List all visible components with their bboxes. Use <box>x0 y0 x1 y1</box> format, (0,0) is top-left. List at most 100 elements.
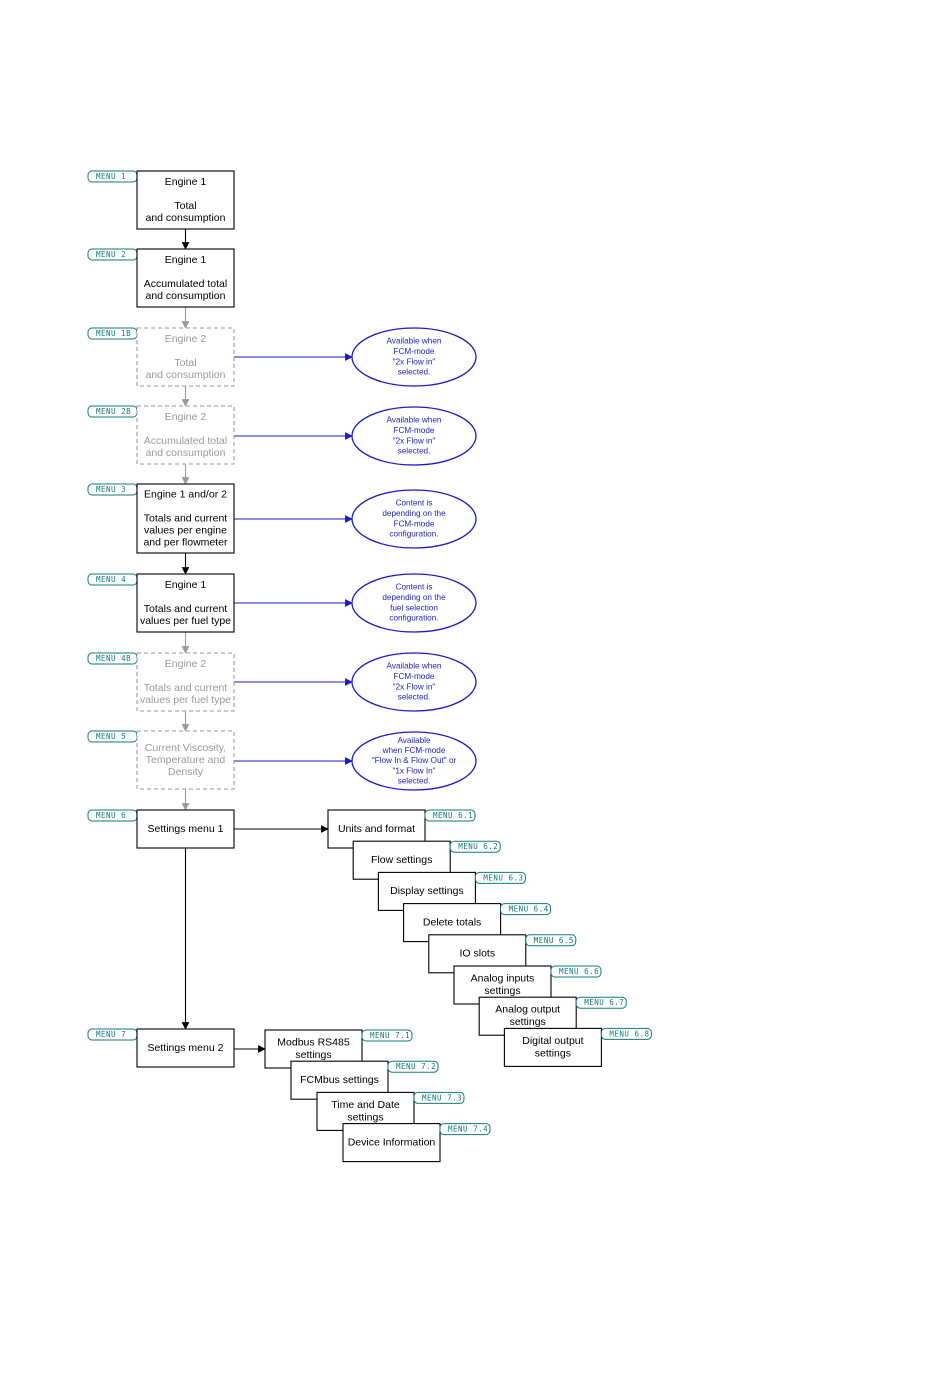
menu-box-label: settings <box>484 985 520 997</box>
menu-tag-label: MENU 7.1 <box>370 1031 410 1040</box>
menu-tag: MENU 6.4 <box>500 903 552 916</box>
menu-box-label: Settings menu 2 <box>148 1042 224 1054</box>
menu-box-label: Modbus RS485 <box>277 1037 350 1049</box>
menu-tag: MENU 6.1 <box>424 809 476 822</box>
menu-tag: MENU 1 <box>87 170 138 183</box>
note-text: FCM-mode <box>394 426 435 435</box>
menu-box-5[interactable]: Engine 1 and/or 2 Totals and currentvalue… <box>136 483 235 554</box>
note-text: "Flow In & Flow Out" or <box>372 756 457 765</box>
menu-tag: MENU 7.4 <box>439 1123 491 1136</box>
menu-tag: MENU 6 <box>87 809 138 822</box>
note-text: Content is <box>396 499 433 508</box>
note-text: "2x Flow in" <box>393 357 436 366</box>
menu-box-label: Temperature and <box>146 754 226 766</box>
menu-tag-label: MENU 7.4 <box>448 1125 488 1134</box>
menu-box-label: Engine 1 <box>165 579 207 591</box>
note-text: "2x Flow in" <box>393 682 436 691</box>
menu-tag-label: MENU 6.8 <box>609 1029 649 1038</box>
note-text: selected. <box>398 447 431 456</box>
note-text: Available when <box>387 337 442 346</box>
menu-box-label: Engine 1 <box>165 176 207 188</box>
settings2-box-2[interactable]: FCMbus settings <box>290 1060 389 1100</box>
menu-box-label: Analog inputs <box>471 973 535 985</box>
menu-tag: MENU 2B <box>87 405 138 418</box>
menu-box-label: settings <box>347 1111 383 1123</box>
menu-tag: MENU 7 <box>87 1028 138 1041</box>
menu-tag-label: MENU 6.6 <box>559 967 599 976</box>
note-text: selected. <box>398 777 431 786</box>
menu-tag: MENU 1B <box>87 327 138 340</box>
note-text: Available when <box>387 662 442 671</box>
menu-box-label: Digital output <box>522 1035 583 1047</box>
menu-box-label: Delete totals <box>423 916 481 928</box>
menu-box-9[interactable]: Settings menu 1 <box>136 809 235 849</box>
menu-box-label: settings <box>535 1047 571 1059</box>
menu-box-label: and consumption <box>146 212 226 224</box>
menu-tag: MENU 5 <box>87 730 138 743</box>
menu-box-label: Time and Date <box>331 1099 400 1111</box>
menu-box-label: Totals and current <box>144 512 228 524</box>
menu-tag-label: MENU 7.2 <box>396 1062 436 1071</box>
menu-tag: MENU 6.3 <box>474 871 526 884</box>
menu-tag-label: MENU 6 <box>96 811 126 820</box>
menu-box-label: FCMbus settings <box>300 1074 379 1086</box>
menu-box-label: values per fuel type <box>140 694 231 706</box>
settings2-box-4[interactable]: Device Information <box>342 1123 441 1163</box>
menu-box-10[interactable]: Settings menu 2 <box>136 1028 235 1068</box>
menu-box-label: Engine 2 <box>165 411 207 423</box>
note-text: configuration. <box>389 530 438 539</box>
note-text: FCM-mode <box>394 519 435 528</box>
menu-box-label: Settings menu 1 <box>148 823 224 835</box>
menu-box-label: Units and format <box>338 823 415 835</box>
note-text: Available when <box>387 416 442 425</box>
menu-box-label: Flow settings <box>371 854 432 866</box>
menu-tag: MENU 2 <box>87 248 138 261</box>
menu-tag: MENU 7.1 <box>361 1029 413 1042</box>
menu-tag: MENU 6.5 <box>525 934 577 947</box>
menu-box-label: values per engine <box>144 524 227 536</box>
menu-box-label: Accumulated total <box>144 278 227 290</box>
menu-tag-label: MENU 2B <box>96 407 131 416</box>
menu-tag: MENU 4B <box>87 652 138 665</box>
menu-tag: MENU 6.2 <box>449 840 501 853</box>
note-text: configuration. <box>389 614 438 623</box>
menu-tag: MENU 6.8 <box>600 1027 652 1040</box>
menu-box-label: Current Viscosity, <box>145 742 226 754</box>
menu-tag-label: MENU 7 <box>96 1030 126 1039</box>
menu-box-label: and per flowmeter <box>143 536 228 548</box>
menu-box-label: Density <box>168 766 204 778</box>
menu-tag-label: MENU 6.2 <box>458 842 498 851</box>
menu-box-label: IO slots <box>460 948 496 960</box>
menu-tag-label: MENU 6.4 <box>509 905 549 914</box>
menu-tag-label: MENU 5 <box>96 732 126 741</box>
menu-box-label: settings <box>295 1049 331 1061</box>
menu-box-label: Accumulated total <box>144 435 227 447</box>
menu-box-label: Engine 1 and/or 2 <box>144 488 227 500</box>
menu-box-label: and consumption <box>146 290 226 302</box>
menu-box-label: Engine 2 <box>165 333 207 345</box>
menu-tag-label: MENU 4 <box>96 575 126 584</box>
menu-tag: MENU 7.3 <box>413 1091 465 1104</box>
menu-tag: MENU 3 <box>87 483 138 496</box>
note-text: selected. <box>398 693 431 702</box>
note-text: "2x Flow in" <box>393 436 436 445</box>
menu-tag-label: MENU 3 <box>96 485 126 494</box>
menu-box-label: Total <box>174 357 196 369</box>
menu-box-label: Totals and current <box>144 682 228 694</box>
menu-box-label: Engine 2 <box>165 658 207 670</box>
menu-tag: MENU 7.2 <box>387 1060 439 1073</box>
menu-tag: MENU 6.6 <box>550 965 602 978</box>
note-text: FCM-mode <box>394 347 435 356</box>
